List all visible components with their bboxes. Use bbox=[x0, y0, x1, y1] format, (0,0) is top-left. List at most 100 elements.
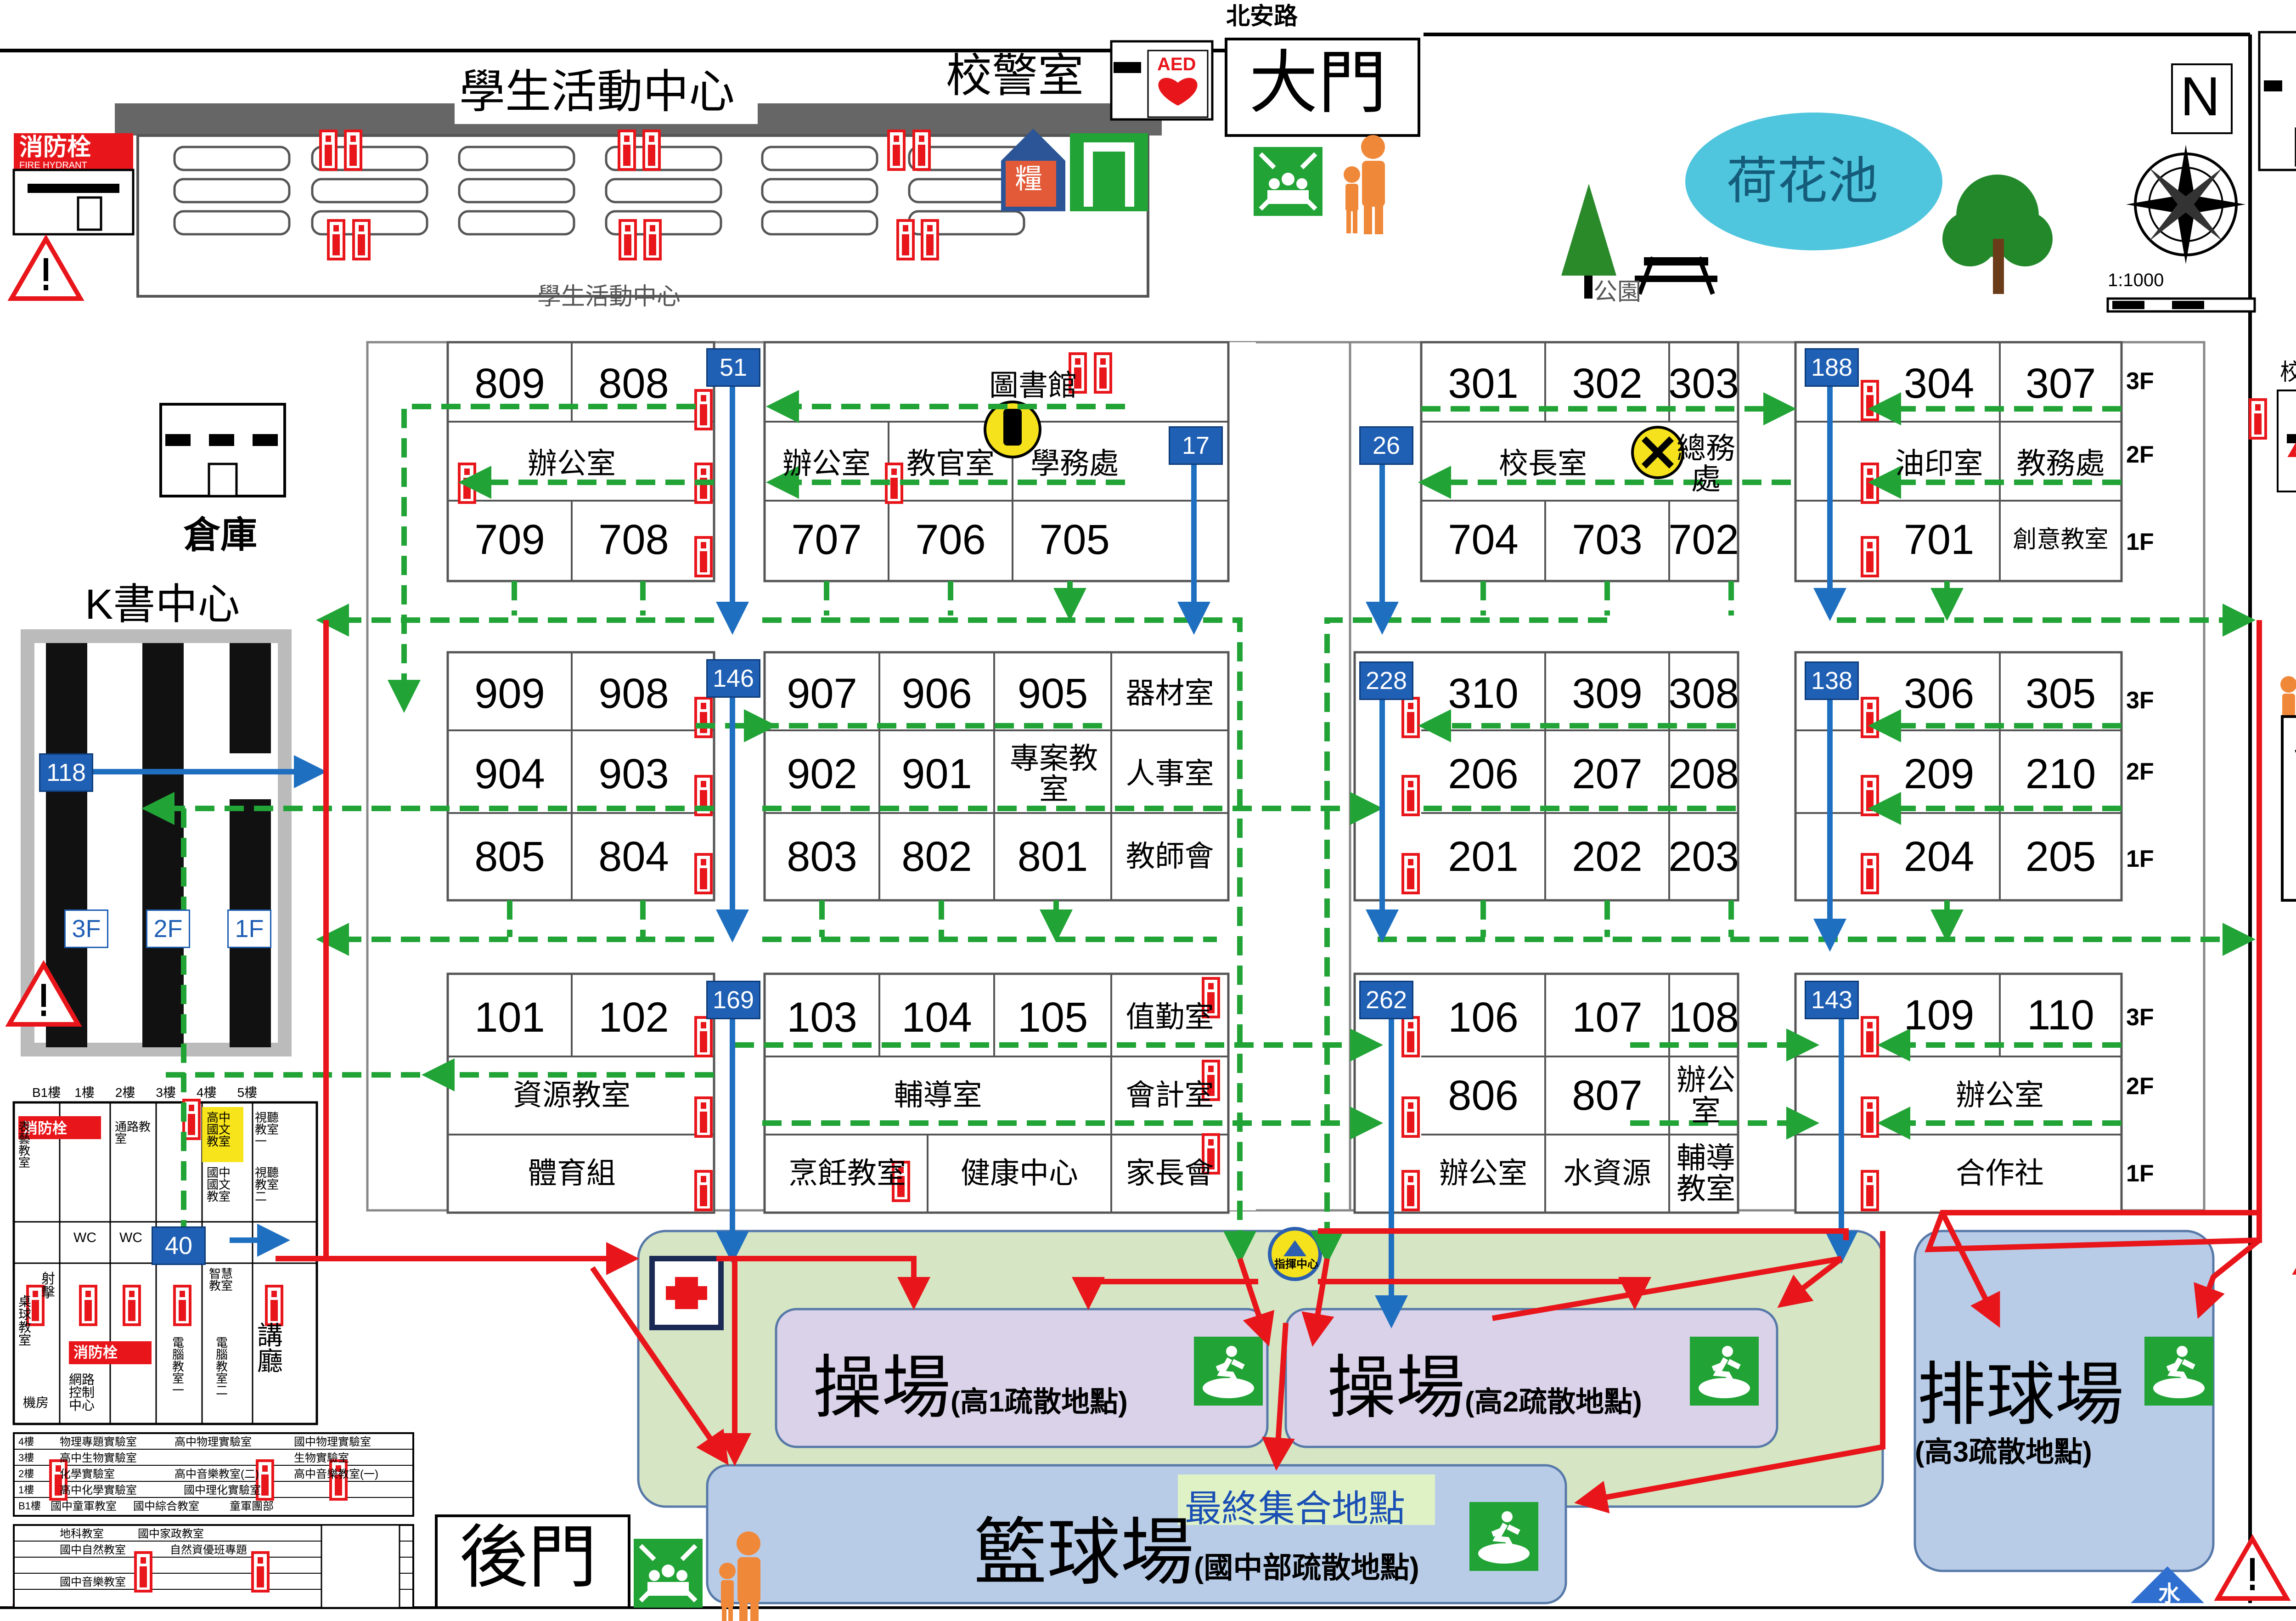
field-1-note: (高1疏散地點) bbox=[951, 1386, 1128, 1418]
k-floor-1f: 1F bbox=[227, 909, 271, 948]
side-gate-label-2: 門 bbox=[2294, 808, 2296, 868]
sw-col-label: 4樓 bbox=[196, 1085, 217, 1100]
water-resource-icon: 水 bbox=[2158, 1582, 2181, 1606]
room-cell: 106 bbox=[1448, 994, 1519, 1041]
activity-center-caption: 學生活動中心 bbox=[537, 283, 681, 310]
field-1-name: 操場 bbox=[813, 1349, 951, 1426]
room-cell: 908 bbox=[598, 670, 669, 717]
room-cell: 健康中心 bbox=[961, 1157, 1078, 1190]
room-cell: 903 bbox=[598, 750, 669, 797]
sw-hydrant-label: 消防栓 bbox=[23, 1120, 68, 1136]
s-building-row: 地科教室 bbox=[60, 1528, 104, 1540]
s-building-row: 國中綜合教室 bbox=[133, 1500, 199, 1513]
room-cell: 801 bbox=[1017, 833, 1088, 880]
room-cell: 906 bbox=[901, 670, 972, 717]
main-gate-label[interactable]: 大門 bbox=[1249, 44, 1387, 121]
room-cell: 905 bbox=[1017, 670, 1088, 717]
field-1-label[interactable]: 操場(高1疏散地點) bbox=[813, 1332, 1128, 1432]
final-assembly-point: 最終集合地點 bbox=[1185, 1488, 1405, 1529]
s-building-floor: B1樓 bbox=[18, 1500, 41, 1512]
room-cell: 806 bbox=[1448, 1072, 1519, 1119]
room-cell: 301 bbox=[1448, 360, 1519, 407]
grain-label: 糧 bbox=[1015, 164, 1042, 194]
volleyball-court-note: (高3疏散地點) bbox=[1915, 1436, 2092, 1468]
room-cell: 創意教室 bbox=[2013, 526, 2109, 553]
room-cell: 教務處 bbox=[2016, 447, 2105, 480]
sw-cell: 機房 bbox=[23, 1395, 49, 1410]
room-cell: 104 bbox=[901, 994, 972, 1041]
room-cell: 合作社 bbox=[1956, 1157, 2044, 1190]
room-cell: 辦公室 bbox=[782, 447, 871, 480]
sw-cell: 國中國文教室 bbox=[207, 1166, 231, 1203]
sw-cell: 視聽教室二 bbox=[255, 1166, 279, 1203]
sw-cell: 講廳 bbox=[257, 1321, 283, 1376]
room-cell: 烹飪教室 bbox=[788, 1157, 906, 1190]
s-building-row: 高中生物實驗室 bbox=[60, 1452, 137, 1464]
s-building-row: 國中家政教室 bbox=[138, 1528, 204, 1540]
room-cell: 807 bbox=[1572, 1072, 1643, 1119]
room-cell: 804 bbox=[598, 833, 669, 880]
room-cell: 校長室 bbox=[1499, 447, 1587, 480]
floor-label-3f: 3F bbox=[2126, 687, 2154, 714]
floor-label-3f: 3F bbox=[2126, 1004, 2154, 1031]
aed-label: AED bbox=[1157, 54, 1196, 74]
pond-label: 荷花池 bbox=[1727, 153, 1878, 209]
room-cell: 109 bbox=[1903, 991, 1975, 1039]
sw-cell: 電腦教室二 bbox=[216, 1336, 228, 1397]
sw-cell: WC bbox=[119, 1230, 142, 1245]
sw-cell: WC bbox=[73, 1230, 96, 1245]
room-cell: 302 bbox=[1572, 360, 1643, 407]
field-2-label[interactable]: 操場(高2疏散地點) bbox=[1327, 1332, 1642, 1432]
s-building-row: 高中音樂教室(二) bbox=[174, 1468, 259, 1480]
stair-badge: 188 bbox=[1805, 348, 1859, 387]
room-cell: 706 bbox=[915, 516, 986, 563]
floor-label-2f: 2F bbox=[2126, 1073, 2154, 1100]
room-cell: 305 bbox=[2025, 670, 2096, 717]
room-cell: 辦公室 bbox=[1956, 1079, 2044, 1112]
room-cell: 901 bbox=[901, 750, 972, 797]
k-floor-3f: 3F bbox=[64, 909, 108, 948]
s-building-row: 高中化學實驗室 bbox=[60, 1484, 137, 1497]
stair-badge: 146 bbox=[706, 659, 760, 698]
side-gate-label-1[interactable]: 側 bbox=[2294, 726, 2296, 785]
room-cell: 水資源 bbox=[1563, 1157, 1651, 1190]
room-cell: 707 bbox=[791, 516, 862, 563]
sw-cell: 視聽教室一 bbox=[255, 1111, 279, 1148]
room-cell: 809 bbox=[474, 360, 545, 407]
sw-cell: 通路教室 bbox=[115, 1120, 151, 1146]
s-building-row: 高中音樂教室(一) bbox=[294, 1468, 378, 1480]
s-building-floor: 3樓 bbox=[18, 1452, 34, 1463]
sw-col-label: 3樓 bbox=[156, 1085, 176, 1100]
sw-cell: 智慧教室 bbox=[209, 1267, 233, 1293]
room-cell: 702 bbox=[1668, 516, 1739, 563]
command-center-label: 指揮中心 bbox=[1274, 1258, 1318, 1271]
s-building-row: 物理專題實驗室 bbox=[60, 1436, 137, 1448]
room-cell: 907 bbox=[787, 670, 857, 717]
volleyball-court-name[interactable]: 排球場 bbox=[1917, 1356, 2124, 1433]
room-cell: 201 bbox=[1448, 833, 1519, 880]
sw-cell: 表藝教室 bbox=[18, 1120, 31, 1169]
floor-label-1f: 1F bbox=[2126, 846, 2154, 872]
room-cell: 學務處 bbox=[1030, 447, 1119, 480]
sw-hydrant-label-2: 消防栓 bbox=[73, 1344, 118, 1361]
sw-col-label: 5樓 bbox=[237, 1085, 258, 1100]
warehouse-label: 倉庫 bbox=[184, 514, 257, 555]
sw-cell: 高中國文教室 bbox=[207, 1111, 231, 1148]
room-cell: 208 bbox=[1668, 750, 1739, 797]
basketball-court-label[interactable]: 籃球場(國中部疏散地點) bbox=[974, 1493, 1419, 1599]
room-cell: 值勤室 bbox=[1125, 1000, 1214, 1034]
room-cell: 209 bbox=[1903, 750, 1975, 797]
room-cell: 110 bbox=[2027, 991, 2094, 1039]
basketball-court-note: (國中部疏散地點) bbox=[1194, 1551, 1419, 1584]
room-cell: 102 bbox=[598, 994, 669, 1041]
stair-badge: 26 bbox=[1359, 426, 1413, 465]
back-gate-label[interactable]: 後門 bbox=[459, 1519, 597, 1596]
stair-badge: 118 bbox=[39, 753, 93, 792]
room-cell: 805 bbox=[474, 833, 545, 880]
s-building-row: 自然資優班專題 bbox=[170, 1544, 247, 1556]
room-cell: 會計室 bbox=[1125, 1079, 1214, 1112]
room-cell: 器材室 bbox=[1125, 677, 1214, 710]
room-cell: 205 bbox=[2025, 833, 2096, 880]
hydrant-label-zh: 消防栓 bbox=[19, 134, 91, 161]
